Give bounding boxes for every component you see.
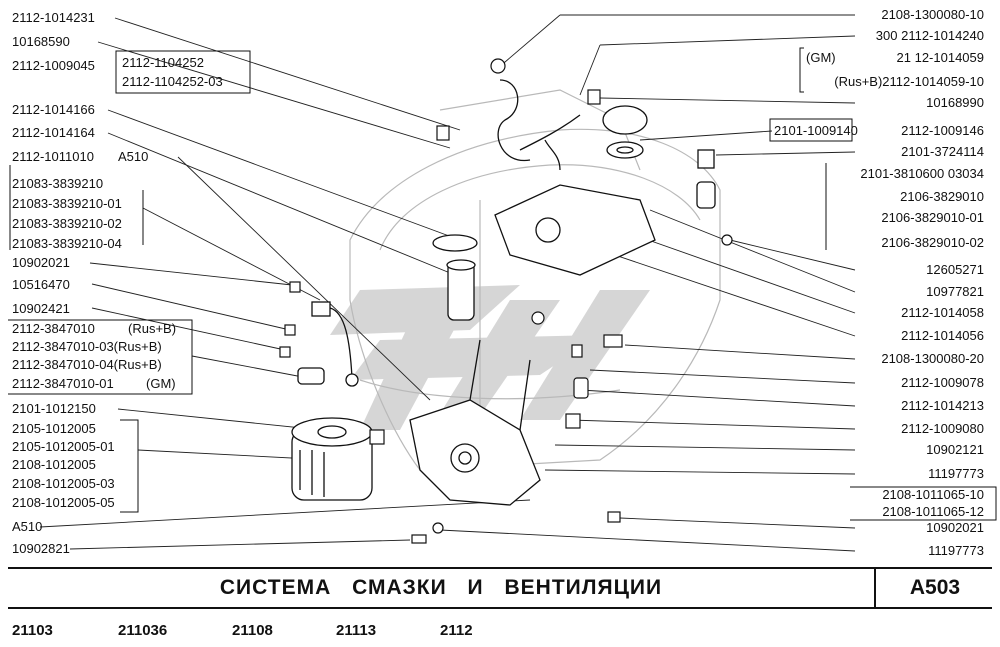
label-10902121: 10902121: [926, 442, 984, 457]
label-2101-1009140: 2101-1009140: [774, 123, 858, 138]
label-rus-b: (Rus+B): [128, 321, 176, 336]
label-2108-1012005-05: 2108-1012005-05: [12, 495, 115, 510]
label-21083-3839210: 21083-3839210: [12, 176, 103, 191]
label-2101-3724114: 2101-3724114: [901, 144, 984, 159]
left-labels: 2112-1014231 10168590 2112-1009045 2112-…: [12, 10, 176, 556]
label-2112-3847010-03: 2112-3847010-03(Rus+B): [12, 339, 162, 354]
label-2101-1012150: 2101-1012150: [12, 401, 96, 416]
label-10168990: 10168990: [926, 95, 984, 110]
label-2112-1009078: 2112-1009078: [901, 375, 984, 390]
sensor-with-wire: [297, 301, 359, 387]
oil-filter: [291, 417, 373, 501]
label-2112-1011010: 2112-1011010: [12, 149, 94, 164]
model-list: 21103 211036 21108 21113 2112: [0, 622, 1000, 644]
model-item: 21108: [232, 622, 273, 639]
label-2112-3847010: 2112-3847010: [12, 321, 95, 336]
label-2112-1014231: 2112-1014231: [12, 10, 95, 25]
watermark-logo: [330, 285, 650, 430]
label-2108-1300080-20: 2108-1300080-20: [881, 351, 984, 366]
label-2108-1011065-10: 2108-1011065-10: [882, 487, 984, 502]
model-item: 211036: [118, 622, 168, 639]
center-label-box: [115, 50, 251, 94]
label-2112-1104252-03: 2112-1104252-03: [122, 74, 223, 89]
label-21083-3839210-04: 21083-3839210-04: [12, 236, 122, 251]
page-title: СИСТЕМА СМАЗКИ И ВЕНТИЛЯЦИИ: [219, 576, 663, 599]
label-10977821: 10977821: [926, 284, 984, 299]
title-band: СИСТЕМА СМАЗКИ И ВЕНТИЛЯЦИИ A503: [8, 567, 992, 609]
label-a510-top: A510: [118, 149, 148, 164]
valve-cover: [494, 184, 656, 276]
oil-pressure-sensor: [696, 149, 716, 209]
label-rus-b-2112-1014059-10: (Rus+B)2112-1014059-10: [834, 74, 984, 89]
label-2112-1009045: 2112-1009045: [12, 58, 95, 73]
right-labels: 2108-1300080-10 300 2112-1014240 (GM) 21…: [769, 7, 984, 558]
label-2105-1012005: 2105-1012005: [12, 421, 96, 436]
label-2112-3847010-01: 2112-3847010-01: [12, 376, 114, 391]
label-2101-3810600-03034: 2101-3810600 03034: [860, 166, 984, 181]
label-2106-3829010: 2106-3829010: [900, 189, 984, 204]
label-2106-3829010-02: 2106-3829010-02: [881, 235, 984, 250]
label-21083-3839210-02: 21083-3839210-02: [12, 216, 122, 231]
label-21-12-1014059: 21 12-1014059: [897, 50, 984, 65]
label-11197773-upper: 11197773: [928, 466, 984, 481]
label-2108-1300080-10: 2108-1300080-10: [881, 7, 984, 22]
label-gm-right: (GM): [806, 50, 836, 65]
label-10902821: 10902821: [12, 541, 70, 556]
label-2112-1104252: 2112-1104252: [122, 55, 204, 70]
label-10516470: 10516470: [12, 277, 70, 292]
label-2108-1012005: 2108-1012005: [12, 457, 96, 472]
label-2112-1014166: 2112-1014166: [12, 102, 95, 117]
label-10168590: 10168590: [12, 34, 70, 49]
label-11197773-lower: 11197773: [928, 543, 984, 558]
label-a510-bottom: A510: [12, 519, 42, 534]
label-2108-1012005-03: 2108-1012005-03: [12, 476, 115, 491]
model-item: 2112: [440, 622, 473, 639]
label-2112-1014056: 2112-1014056: [901, 328, 984, 343]
label-2112-1009080: 2112-1009080: [901, 421, 984, 436]
label-2112-1014213: 2112-1014213: [901, 398, 984, 413]
section-code: A503: [874, 569, 994, 607]
label-gm-left: (GM): [146, 376, 176, 391]
label-2108-1011065-12: 2108-1011065-12: [882, 504, 984, 519]
center-labels: 2112-1104252 2112-1104252-03: [115, 50, 251, 94]
label-21083-3839210-01: 21083-3839210-01: [12, 196, 122, 211]
label-box-2101-1009140: [769, 118, 853, 142]
leader-lines: [39, 14, 856, 552]
model-item: 21103: [12, 622, 53, 639]
oil-dipstick-guide: [432, 234, 478, 321]
label-2105-1012005-01: 2105-1012005-01: [12, 439, 115, 454]
label-2106-3829010-01: 2106-3829010-01: [881, 210, 984, 225]
label-2112-1014058: 2112-1014058: [901, 305, 984, 320]
label-2112-3847010-04: 2112-3847010-04(Rus+B): [12, 357, 162, 372]
exploded-parts-diagram: 2112-1014231 10168590 2112-1009045 2112-…: [8, 7, 997, 558]
label-2112-1009146: 2112-1009146: [901, 123, 984, 138]
label-10902421: 10902421: [12, 301, 70, 316]
label-2112-1014164: 2112-1014164: [12, 125, 95, 140]
label-10902021-right: 10902021: [926, 520, 984, 535]
label-10902021-left: 10902021: [12, 255, 70, 270]
model-item: 21113: [336, 622, 377, 639]
breather-hose: [497, 79, 581, 171]
oil-filler-cap: [602, 105, 648, 159]
label-12605271: 12605271: [926, 262, 984, 277]
label-300-2112-1014240: 300 2112-1014240: [876, 28, 984, 43]
oil-pump-housing: [409, 339, 541, 506]
bolts: [279, 58, 733, 544]
bracket-lines: [8, 47, 997, 521]
